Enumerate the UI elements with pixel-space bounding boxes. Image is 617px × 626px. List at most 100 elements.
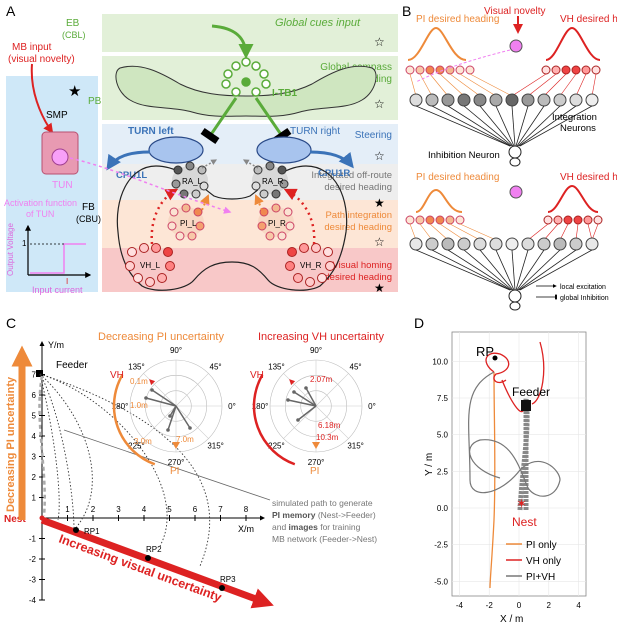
pi-l-neurons <box>167 203 205 241</box>
pi-input-row <box>405 65 475 75</box>
integration-sublabel: Neurons <box>560 123 596 134</box>
d-nest-star: ✶ <box>516 496 527 511</box>
c-y-tick-label: -2 <box>29 555 37 564</box>
c-x-axis-label: X/m <box>238 524 254 534</box>
pi-only-path <box>489 371 496 589</box>
training-path <box>38 375 46 517</box>
vh-desired-label: VH desired heading <box>560 14 617 25</box>
feeder-label: Feeder <box>56 360 88 371</box>
global-cues-arrow <box>211 24 254 59</box>
ra-r-to-turn-arrow <box>242 159 259 169</box>
pi-label: PI <box>170 466 179 477</box>
distance-label: 1.0m <box>130 401 148 410</box>
inhibition-neuron-label: Inhibition Neuron <box>428 150 500 161</box>
turn-left-arrow <box>106 150 151 171</box>
itb1-right-inhibition <box>254 97 292 145</box>
c-y-tick-label: 7 <box>32 371 37 380</box>
distance-label: 10.3m <box>316 433 339 442</box>
compass-ring <box>221 57 271 97</box>
rp2-marker <box>145 555 151 561</box>
star-icon-outline: ☆ <box>374 97 385 111</box>
heading-vector <box>297 405 317 421</box>
novelty-inhibition <box>415 49 511 83</box>
vh-input-row <box>541 65 601 75</box>
vh-desired-sublabel: desired heading <box>324 272 392 283</box>
eb-label: EB <box>66 18 80 29</box>
d-y-tick-label: 0.0 <box>437 504 449 513</box>
pi-label: PI <box>310 466 319 477</box>
c-y-tick-label: 4 <box>32 432 37 441</box>
d-y-tick-label: -5.0 <box>434 577 448 586</box>
inhibition-neuron-2 <box>508 289 522 303</box>
ra-l-neurons <box>171 161 209 199</box>
star-icon-filled: ★ <box>374 196 385 210</box>
novelty-neuron <box>509 39 523 53</box>
vh-l-label: VH_L <box>140 261 161 270</box>
distance-label: 0.1m <box>130 377 148 386</box>
polar-spoke <box>283 405 317 439</box>
polar-spoke <box>143 373 177 407</box>
heading-vector <box>287 399 317 407</box>
pi-desired-label: Path integration <box>325 210 392 221</box>
pi-plus-vh-path <box>468 371 561 497</box>
novelty-neuron-2 <box>509 185 523 199</box>
tun-neuron <box>51 148 69 166</box>
heading-vector <box>293 391 317 407</box>
heading-vector <box>305 387 317 407</box>
star-icon-half: ☆ <box>374 235 385 249</box>
distance-label: 3.0m <box>134 437 152 446</box>
d-x-tick-label: 2 <box>547 601 552 610</box>
vh-r-neurons <box>285 243 335 287</box>
visual-novelty-label: Visual novelty <box>484 6 546 17</box>
offroute-label: Integrated off-route <box>311 170 392 181</box>
star-icon-filled: ★ <box>374 281 385 295</box>
polar-angle-label: 270° <box>168 458 185 467</box>
offroute-band <box>102 164 398 200</box>
polar-angle-label: 0° <box>228 402 236 411</box>
d-y-tick-label: 2.5 <box>437 467 449 476</box>
d-nest-label: Nest <box>512 515 537 529</box>
decreasing-pi-title: Decreasing PI uncertainty <box>98 331 224 343</box>
distance-label: 2.07m <box>310 375 333 384</box>
pi-input-row-2 <box>405 215 465 225</box>
pi-connections <box>409 73 513 97</box>
pi-heading-arrow <box>172 442 180 449</box>
d-y-tick-label: 10.0 <box>432 357 448 366</box>
pi-desired-sublabel: desired heading <box>324 222 392 233</box>
d-y-axis-label: Y / m <box>424 453 435 476</box>
pi-bump-curve <box>407 26 467 61</box>
pi-desired-label-2: PI desired heading <box>416 172 499 183</box>
vh-bump-curve <box>545 26 601 61</box>
cpu1l-label: CPU1L <box>116 170 147 181</box>
rp1-label: RP1 <box>84 527 100 536</box>
increasing-visual-arrow <box>40 516 274 609</box>
polar-angle-label: 315° <box>207 442 224 451</box>
note-line-4: MB network (Feeder->Nest) <box>272 534 377 544</box>
turn-right-arrow <box>309 150 354 169</box>
tun-to-pi-arrow <box>69 157 232 214</box>
c-y-tick-label: -4 <box>29 596 37 605</box>
c-y-tick-label: 1 <box>32 494 37 503</box>
pi-desired-label: PI desired heading <box>416 14 499 25</box>
pb-shape <box>115 65 377 117</box>
d-feeder-marker <box>521 400 531 411</box>
integration-label: Integration <box>552 112 597 123</box>
d-x-tick-label: 4 <box>576 601 581 610</box>
heading-vector <box>145 397 177 407</box>
distance-label: 7.0m <box>176 435 194 444</box>
rp2-label: RP2 <box>146 545 162 554</box>
heading-vector-tip <box>188 426 192 430</box>
note-line-1: simulated path to generate <box>272 498 373 508</box>
star-icon-outline: ☆ <box>374 149 385 163</box>
pi-r-neurons <box>257 203 295 241</box>
polar-angle-label: 135° <box>128 362 145 371</box>
c-x-tick-label: 4 <box>142 505 147 514</box>
panel-b: B PI desired heading Visual novelty VH d… <box>402 3 617 311</box>
panel-d-letter: D <box>414 315 424 331</box>
star-icon-outline: ☆ <box>374 35 385 49</box>
polar-angle-label: 0° <box>368 402 376 411</box>
vh-r-label: VH_R <box>300 261 322 270</box>
feeder-marker <box>36 370 43 377</box>
